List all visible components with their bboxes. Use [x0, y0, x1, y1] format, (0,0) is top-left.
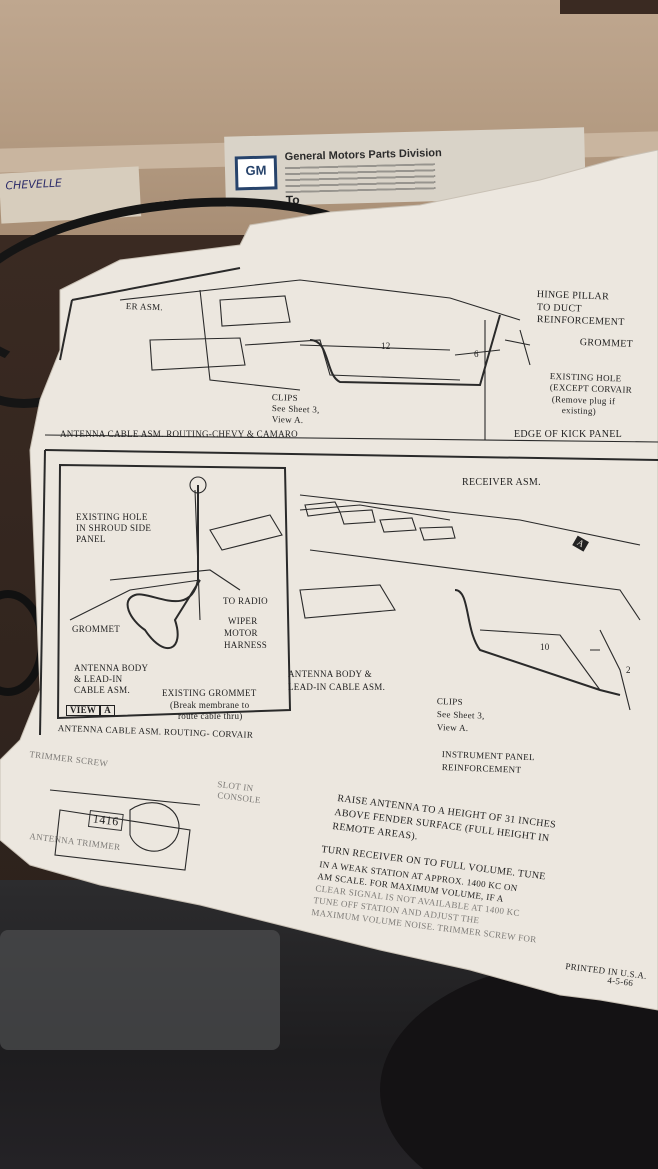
view-a-antenna-body-3: CABLE ASM.	[74, 685, 131, 695]
view-a-antenna-body-2: & LEAD-IN	[74, 674, 123, 684]
dimension-2: 2	[626, 665, 631, 675]
view-a-tag-word: VIEW	[66, 705, 101, 717]
view-a-existing-grommet-1: EXISTING GROMMET	[162, 688, 257, 698]
main-clips-label-3: View A.	[436, 722, 469, 734]
view-a-tag-letter: A	[100, 705, 116, 717]
receiver-asm-partial-label: ER ASM.	[125, 301, 164, 313]
view-a-wiper-2: MOTOR	[224, 628, 258, 638]
clips-label-3: View A.	[271, 414, 304, 426]
dimension-12: 12	[381, 341, 391, 351]
main-clips-label-2: See Sheet 3,	[436, 709, 485, 721]
view-a-existing-hole-3: PANEL	[76, 534, 106, 544]
view-a-existing-hole-2: IN SHROUD SIDE	[76, 523, 152, 533]
floor-mat	[0, 930, 280, 1050]
view-a-antenna-body-1: ANTENNA BODY	[74, 663, 149, 673]
dimension-10: 10	[540, 642, 550, 652]
view-a-wiper-1: WIPER	[228, 616, 258, 626]
main-clips-label-1: CLIPS	[436, 696, 464, 707]
top-panel-caption: ANTENNA CABLE ASM. ROUTING-CHEVY & CAMAR…	[60, 429, 298, 439]
antenna-body-label-1: ANTENNA BODY &	[288, 669, 372, 679]
view-a-to-radio: TO RADIO	[223, 596, 268, 606]
dimension-6: 6	[474, 349, 479, 359]
instruction-sheet: ER ASM. HINGE PILLAR TO DUCT REINFORCEME…	[0, 150, 658, 1030]
clips-label-1: CLIPS	[271, 392, 299, 403]
antenna-body-label-2: LEAD-IN CABLE ASM.	[288, 682, 386, 692]
existing-hole-label-4: existing)	[561, 405, 597, 417]
grommet-label: GROMMET	[579, 337, 634, 350]
receiver-asm-label: RECEIVER ASM.	[462, 477, 541, 488]
view-a-wiper-3: HARNESS	[224, 640, 268, 650]
edge-kick-panel-label: EDGE OF KICK PANEL	[514, 429, 623, 440]
view-a-existing-grommet-3: route cable thru)	[178, 711, 243, 721]
sheet-drawing	[0, 150, 658, 1011]
view-a-existing-grommet-2: (Break membrane to	[170, 700, 250, 710]
view-a-grommet: GROMMET	[72, 624, 121, 634]
view-a-existing-hole-1: EXISTING HOLE	[76, 512, 148, 522]
